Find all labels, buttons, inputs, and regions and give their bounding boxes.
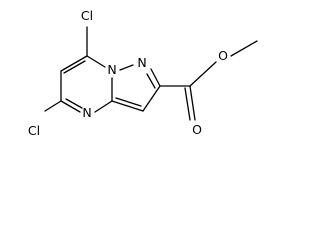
atom-n-bridge: N: [107, 62, 116, 77]
atom-n-pyrimidine: N: [82, 105, 91, 120]
bond-ccarb-o-double: [189, 85, 196, 121]
atom-cl-bottom: Cl: [28, 123, 40, 138]
bond-n2-c2-inner: [146, 73, 156, 89]
atom-cl-top: Cl: [81, 8, 93, 23]
bonds: [44, 26, 258, 121]
bond-n2-c2: [150, 68, 161, 87]
bond-n4-c3a: [94, 100, 113, 113]
bond-o-methyl: [230, 40, 258, 57]
bond-c5-n4: [60, 100, 81, 113]
bond-c7-n1: [86, 55, 106, 68]
bond-ccarb-o-double-inner: [184, 87, 191, 121]
structure-diagram: Cl Cl N N N O O: [28, 8, 258, 138]
bond-ccarb-o-single: [189, 61, 217, 87]
bond-c2-c3: [142, 85, 161, 112]
bond-c3-c3a-inner: [115, 97, 142, 107]
bond-c7-c6: [60, 55, 88, 72]
molecule-drawing: Cl Cl N N N O O: [28, 8, 258, 138]
atom-labels: Cl Cl N N N O O: [28, 8, 228, 138]
atom-o-carbonyl: O: [192, 122, 202, 137]
bond-c5-n4-inner: [65, 98, 83, 109]
bond-c3-c3a: [111, 100, 144, 112]
bond-c7-c6-inner: [63, 60, 86, 74]
bond-c5-cl: [44, 100, 62, 112]
bond-n1-n2: [119, 64, 134, 71]
atom-n-pyrazole: N: [137, 55, 146, 70]
atom-o-ester: O: [218, 48, 228, 63]
